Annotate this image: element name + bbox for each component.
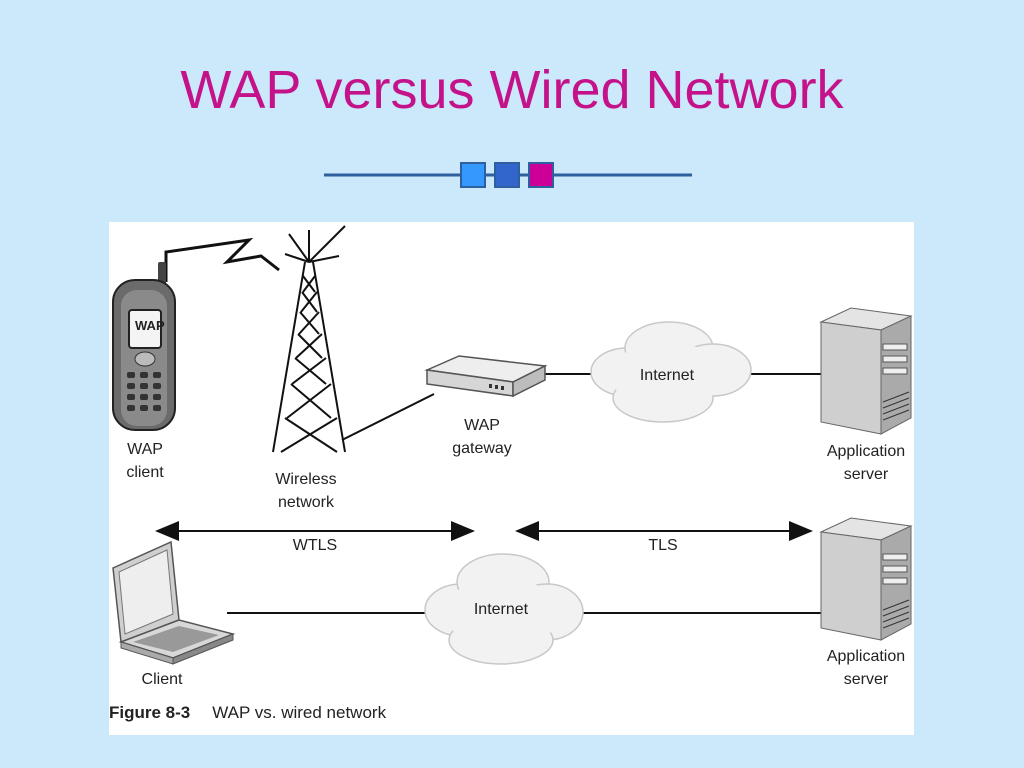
application-server-top-label: Application server bbox=[815, 440, 917, 486]
wap-vs-wired-figure: WAP WAP client Wireless network WAP gate… bbox=[109, 222, 914, 735]
application-server-top-icon bbox=[819, 307, 913, 435]
wireless-network-label: Wireless network bbox=[261, 468, 351, 514]
internet-cloud-top-icon bbox=[590, 321, 752, 423]
gateway-device-icon bbox=[424, 355, 548, 398]
wap-gateway-label: WAP gateway bbox=[439, 414, 525, 460]
wap-gateway-label-line2: gateway bbox=[452, 440, 512, 457]
application-server-top-label-line1: Application bbox=[826, 443, 906, 460]
phone-screen-label: WAP bbox=[135, 318, 165, 333]
client-label: Client bbox=[141, 671, 183, 688]
internet-top-label: Internet bbox=[639, 367, 695, 384]
laptop-icon bbox=[112, 540, 236, 665]
figure-caption-text: WAP vs. wired network bbox=[212, 703, 387, 722]
figure-caption-number: Figure 8-3 bbox=[109, 703, 191, 722]
application-server-bottom-label-line2: server bbox=[843, 671, 889, 688]
application-server-bottom-icon bbox=[819, 517, 913, 641]
application-server-bottom-label: Application server bbox=[815, 645, 917, 691]
wap-client-label: WAP client bbox=[109, 438, 181, 484]
wap-client-label-line1: WAP bbox=[127, 441, 163, 458]
figure-caption: Figure 8-3 WAP vs. wired network bbox=[109, 703, 386, 723]
title-divider bbox=[324, 162, 692, 188]
internet-cloud-bottom-icon bbox=[424, 553, 584, 665]
wap-gateway-label-line1: WAP bbox=[464, 417, 500, 434]
cell-phone-icon bbox=[112, 262, 176, 431]
application-server-bottom-label-line1: Application bbox=[826, 648, 906, 665]
wireless-network-label-line1: Wireless bbox=[275, 471, 337, 488]
application-server-top-label-line2: server bbox=[843, 466, 889, 483]
internet-bottom-label: Internet bbox=[473, 601, 529, 618]
slide-title: WAP versus Wired Network bbox=[180, 60, 844, 120]
tls-label: TLS bbox=[648, 537, 678, 554]
radio-tower-icon bbox=[272, 225, 346, 453]
wap-client-label-line2: client bbox=[126, 464, 164, 481]
wireless-signal-icon bbox=[164, 237, 280, 282]
wtls-label: WTLS bbox=[292, 537, 338, 554]
wireless-network-label-line2: network bbox=[277, 494, 335, 511]
link-tower-gateway bbox=[341, 393, 435, 441]
